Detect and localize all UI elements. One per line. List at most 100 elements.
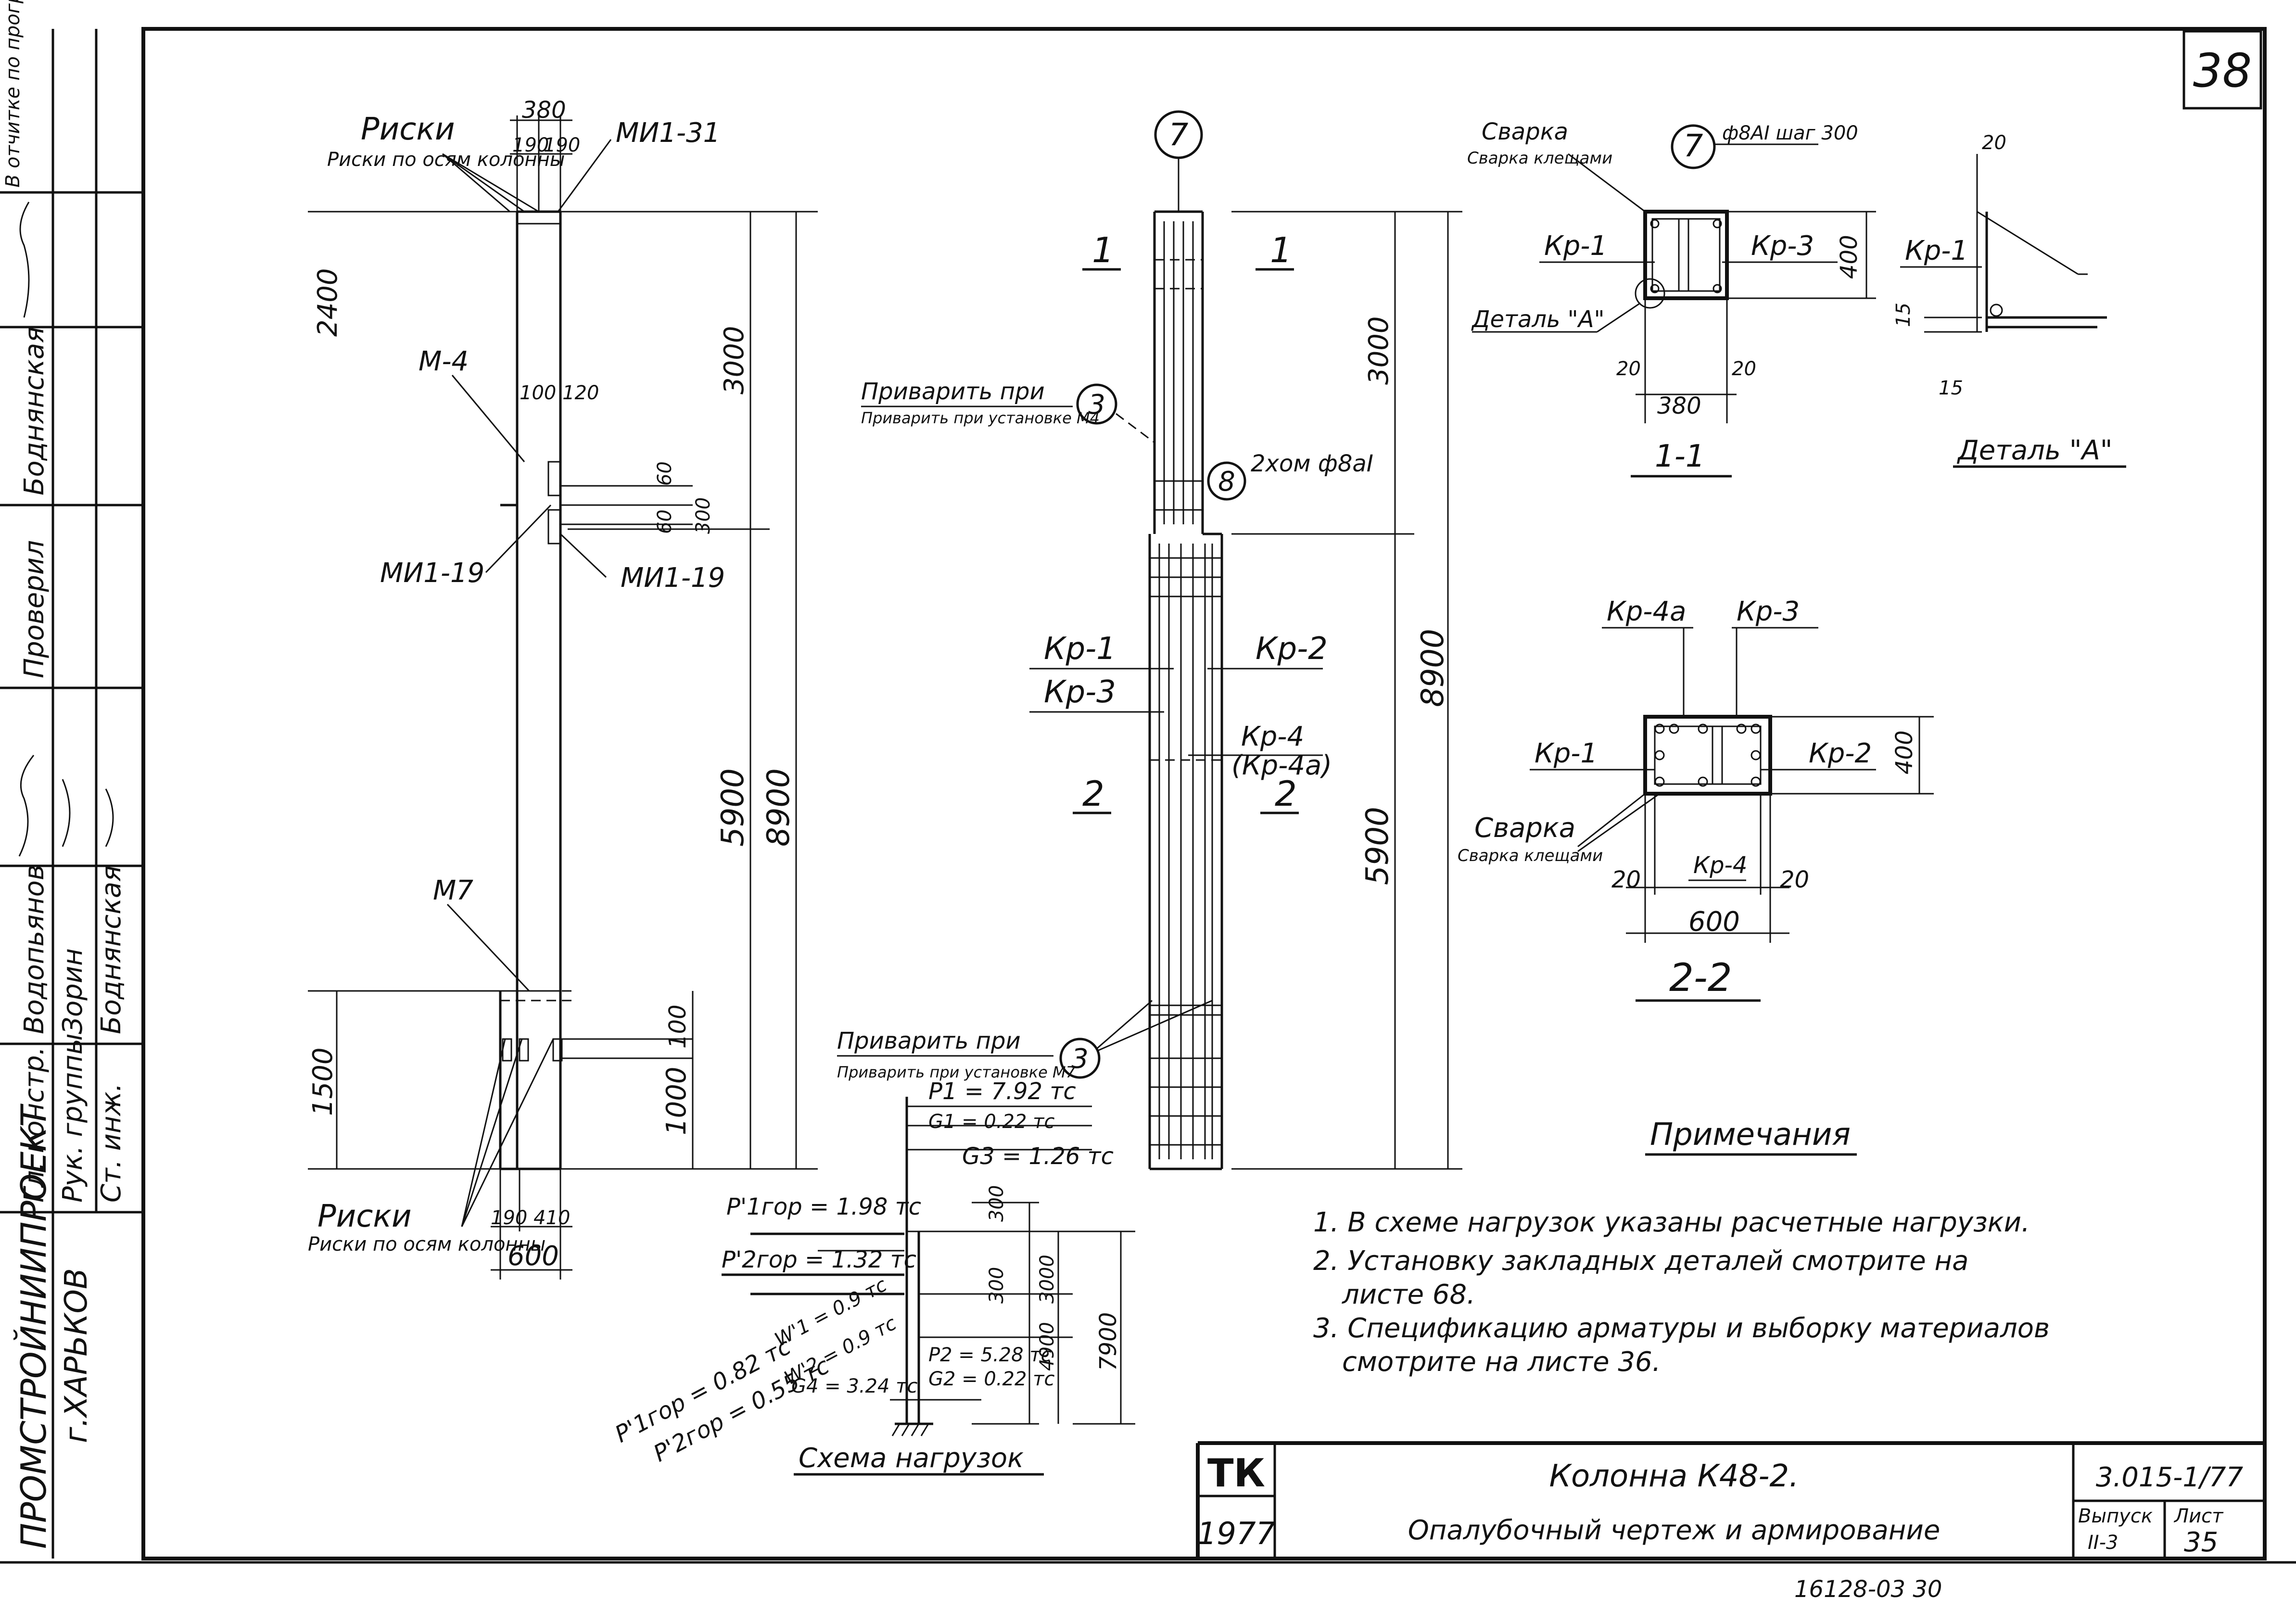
dim-300a-load: 300	[986, 1185, 1008, 1222]
dim-15b-detail: 15	[1939, 377, 1963, 399]
load-p2hor: P'2гор = 1.32 тс	[722, 1246, 916, 1273]
dim-100-120: 100 120	[520, 382, 599, 404]
notes-block: Примечания 1. В схеме нагрузок указаны р…	[1313, 1117, 2050, 1378]
reinforcement-elevation: 7 1 1	[837, 110, 1462, 1170]
column-elevation: Риски Риски по осям колонны 380 190 190 …	[307, 97, 818, 1280]
weld-m7-line1: Приварить при	[837, 1027, 1021, 1054]
doc-code: 3.015-1/77	[2096, 1462, 2244, 1493]
load-p1: P1 = 7.92 тс	[928, 1078, 1076, 1105]
dim-20b-1-1: 20	[1732, 358, 1756, 380]
checked-label: Проверил	[19, 540, 50, 678]
sheet-label: Лист	[2173, 1505, 2224, 1527]
load-g4: G4 = 3.24 тс	[791, 1375, 917, 1397]
section-2-2: Кр-4а Кр-3 Кр-1 Кр-2 400 Сварка Сварка к…	[1458, 596, 1934, 1002]
dim-20b-2-2: 20	[1780, 866, 1809, 893]
title-2-2: 2-2	[1669, 955, 1732, 1000]
kp1-2-2: Кр-1	[1535, 738, 1598, 769]
kp1-1-1: Кр-1	[1544, 230, 1607, 262]
section-1-left: 1	[1092, 230, 1114, 270]
weld-2-2-note: Сварка клещами	[1458, 846, 1603, 865]
dim-1000: 1000	[661, 1066, 692, 1135]
role-group: Рук. группы	[57, 1033, 89, 1203]
name-engineer: Боднянская	[96, 865, 127, 1034]
issue-label: Выпуск	[2078, 1505, 2153, 1527]
detail-a: 20 Кр-1 15 15 Деталь "А"	[1892, 132, 2126, 468]
dim-190a: 190	[512, 134, 549, 156]
kp2-2-2: Кр-2	[1809, 738, 1872, 769]
section-1-1: Сварка Сварка клещами 7 ф8АI шаг 300 Кр-…	[1467, 118, 1876, 478]
dim-300b-load: 300	[986, 1267, 1008, 1304]
dim-380: 380	[522, 97, 566, 124]
kp3-mid: Кр-3	[1044, 674, 1116, 710]
title-year: 1977	[1197, 1516, 1276, 1552]
rebar-spec: ф8АI шаг 300	[1722, 122, 1858, 144]
sheet-value: 35	[2184, 1527, 2218, 1558]
note-3: 3. Спецификацию арматуры и выборку матер…	[1313, 1313, 2050, 1344]
dim-4900-load: 4900	[1036, 1322, 1058, 1371]
kp1-detail: Кр-1	[1905, 235, 1968, 266]
load-g3: G3 = 1.26 тс	[962, 1143, 1114, 1170]
mi1-19-left-label: МИ1-19	[380, 558, 484, 589]
name-chief: Водопьянов	[19, 864, 50, 1034]
dim-15a-detail: 15	[1892, 303, 1915, 327]
kp4a-2-2: Кр-4а	[1607, 596, 1686, 627]
checker-name: Боднянская	[19, 327, 50, 495]
name-group: Зорин	[57, 948, 89, 1034]
load-p1hor: P'1гор = 1.98 тс	[726, 1193, 921, 1220]
notes-title: Примечания	[1650, 1117, 1851, 1153]
weld-m4-note: Приварить при установке М4	[861, 409, 1100, 427]
dim-20a-1-1: 20	[1616, 358, 1641, 380]
dim-190-410: 190 410	[491, 1207, 570, 1229]
kp4-mid: Кр-4	[1241, 721, 1304, 752]
title-line2: Опалубочный чертеж и армирование	[1408, 1515, 1941, 1546]
rods-label: 2хом ф8аI	[1251, 450, 1373, 477]
title-1-1: 1-1	[1655, 439, 1705, 474]
dim-400-2-2: 400	[1891, 730, 1918, 774]
org-line2: г.ХАРЬКОВ	[59, 1268, 94, 1443]
side-stamp: ПРОМСТРОЙНИИПРОЕКТ г.ХАРЬКОВ Гл. констр.…	[0, 0, 143, 1559]
dim-2400: 2400	[312, 268, 343, 337]
dim-20-detail: 20	[1982, 132, 2006, 154]
sheet-frame	[141, 27, 2267, 1560]
role-chief: Гл. констр.	[19, 1047, 50, 1203]
dim-8900-left: 8900	[761, 768, 797, 847]
load-scheme: P1 = 7.92 тс G1 = 0.22 тс G3 = 1.26 тс P…	[610, 1078, 1135, 1476]
org-line1: ПРОМСТРОЙНИИПРОЕКТ	[13, 1103, 54, 1549]
kp4-2-2: Кр-4	[1693, 852, 1747, 879]
dim-1500: 1500	[307, 1047, 339, 1116]
node-7-mid: 7	[1169, 117, 1189, 153]
dim-380-1-1: 380	[1657, 393, 1701, 419]
title-line1: Колонна К48-2.	[1549, 1458, 1799, 1494]
dim-3000-mid: 3000	[1363, 316, 1395, 385]
weld-m7-note: Приварить при установке М7	[837, 1063, 1076, 1081]
note-1: 1. В схеме нагрузок указаны расчетные на…	[1313, 1207, 2030, 1238]
marks-top-label: Риски по осям колонны	[327, 149, 565, 171]
load-g1: G1 = 0.22 тс	[928, 1111, 1054, 1133]
dim-400-1-1: 400	[1836, 235, 1863, 279]
checker-signature	[19, 202, 30, 318]
weld-2-2: Сварка	[1474, 812, 1575, 844]
dim-60a: 60	[654, 461, 676, 486]
dim-5900-left: 5900	[715, 768, 751, 847]
marks-bottom-1: Риски	[317, 1199, 412, 1234]
role-engineer: Ст. инж.	[96, 1083, 127, 1203]
section-2-left: 2	[1082, 773, 1104, 814]
detail-a-title: Деталь "А"	[1956, 435, 2113, 466]
node-7-sec: 7	[1684, 128, 1703, 164]
dim-600-2-2: 600	[1688, 906, 1740, 938]
marks-top-1: Риски	[361, 112, 455, 147]
weld-1-1-note: Сварка клещами	[1467, 149, 1612, 168]
dim-5900-mid: 5900	[1360, 807, 1395, 885]
kp3-1-1: Кр-3	[1751, 230, 1814, 262]
load-scheme-title: Схема нагрузок	[799, 1443, 1024, 1474]
title-block: ТК 1977 Колонна К48-2. Опалубочный черте…	[1196, 1441, 2265, 1559]
mi1-19-right-label: МИ1-19	[621, 562, 725, 594]
sheet-number: 38	[2193, 44, 2252, 98]
logo-tk: ТК	[1207, 1451, 1265, 1496]
dim-20a-2-2: 20	[1611, 866, 1641, 893]
issue-value: II-3	[2088, 1532, 2118, 1554]
marks-bottom-label: Риски по осям колонны	[308, 1233, 545, 1255]
dim-60b: 60	[654, 509, 676, 534]
load-g2: G2 = 0.22 тс	[928, 1368, 1054, 1390]
